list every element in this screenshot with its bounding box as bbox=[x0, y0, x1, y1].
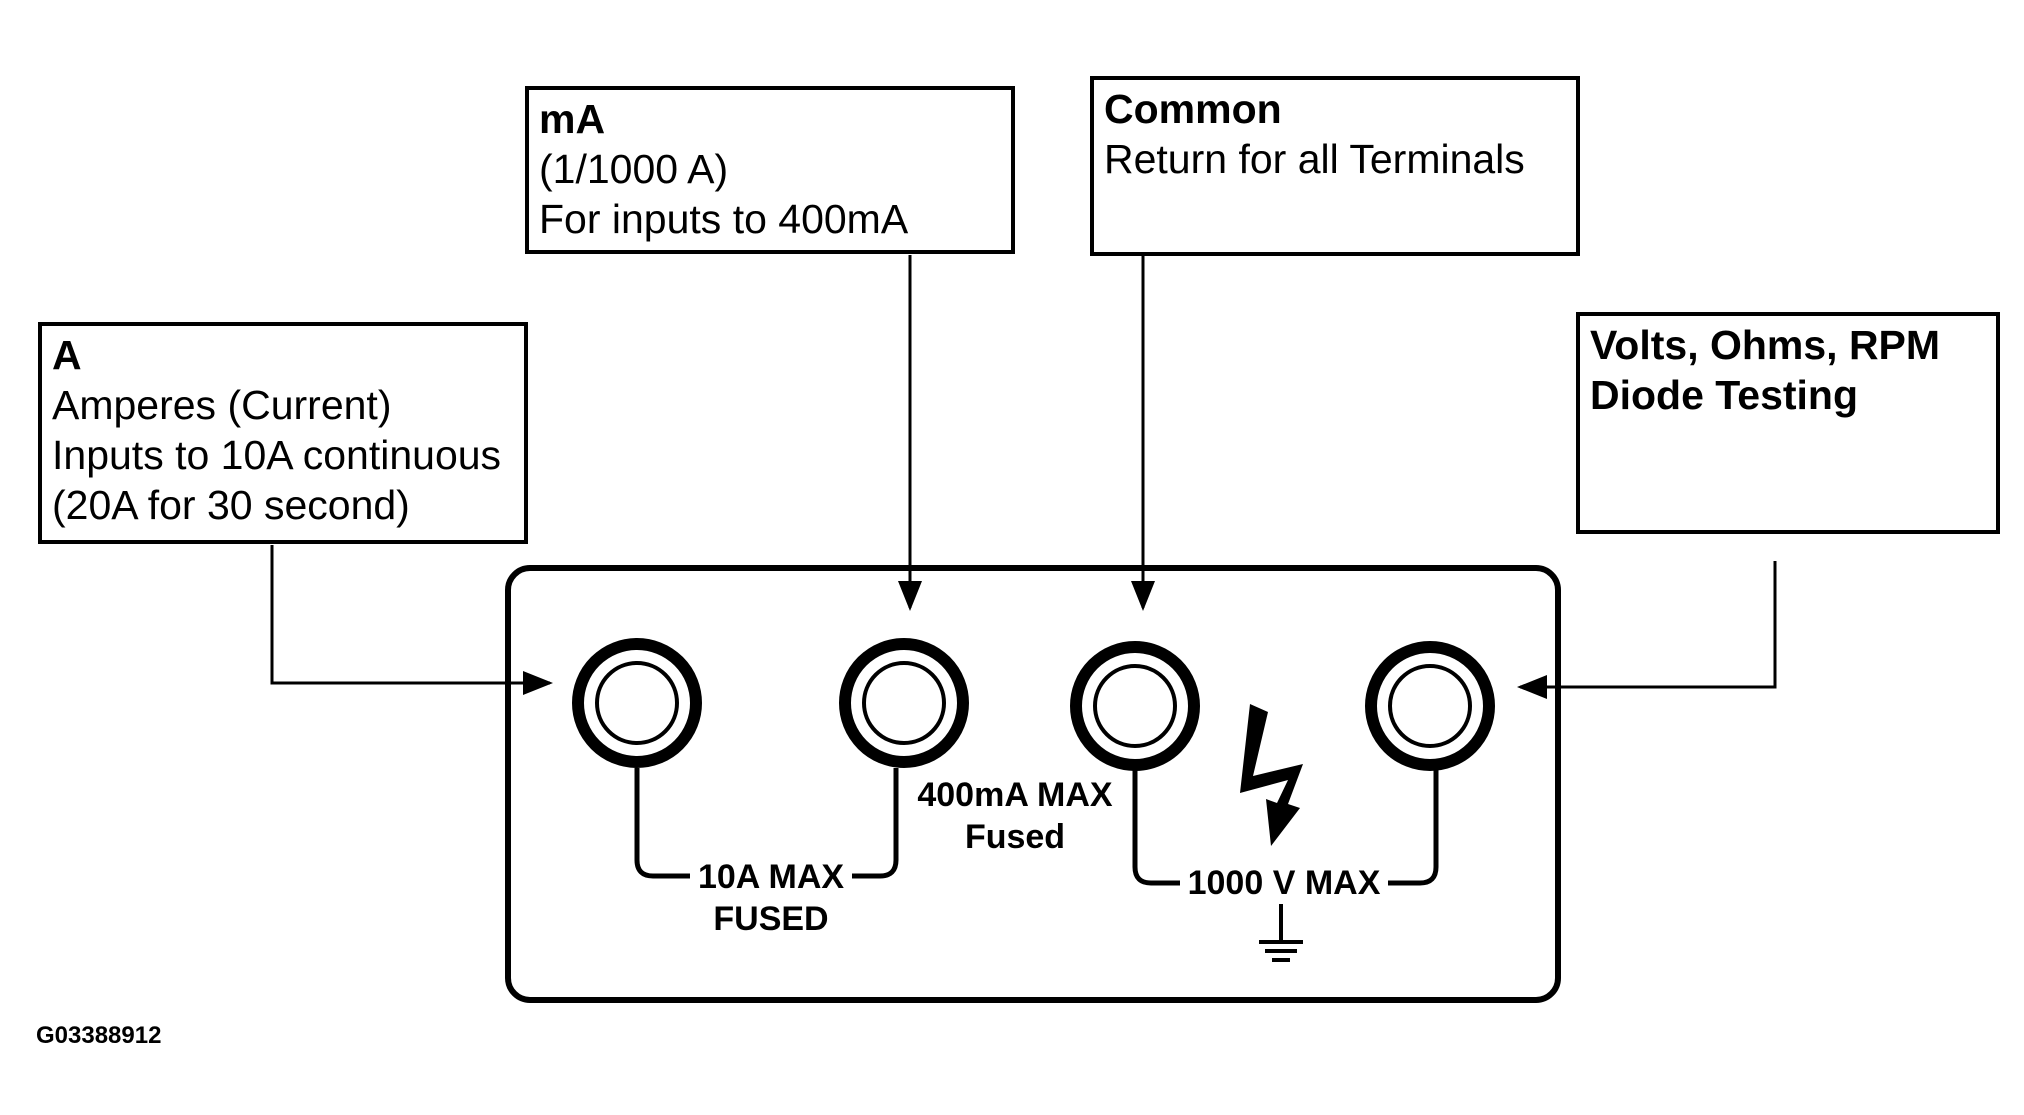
callout-volts-line: Diode Testing bbox=[1590, 372, 1859, 418]
callout-milliamps-line: (1/1000 A) bbox=[539, 146, 729, 192]
callout-amps-line: Inputs to 10A continuous bbox=[52, 432, 502, 478]
terminal-volts bbox=[1365, 641, 1495, 771]
volt-max-label: 1000 V MAX bbox=[1180, 862, 1388, 904]
callout-milliamps-line: For inputs to 400mA bbox=[539, 196, 909, 242]
callout-amps-line: (20A for 30 second) bbox=[52, 482, 410, 528]
callout-common-title: Common bbox=[1104, 86, 1282, 132]
milliamps-max-label-line2: Fused bbox=[964, 818, 1066, 856]
callout-amps-title: A bbox=[52, 332, 82, 378]
callout-common-line: Return for all Terminals bbox=[1104, 136, 1525, 182]
callout-milliamps: mA (1/1000 A) For inputs to 400mA bbox=[525, 86, 1015, 254]
meter-panel bbox=[505, 565, 1561, 1003]
callout-amps-line: Amperes (Current) bbox=[52, 382, 392, 428]
figure-id: G03388912 bbox=[36, 1022, 162, 1049]
lightning-bolt-icon bbox=[1240, 704, 1303, 846]
amps-leader-arrow bbox=[270, 545, 553, 695]
callout-milliamps-title: mA bbox=[539, 96, 606, 142]
terminal-amps bbox=[572, 638, 702, 768]
callout-common: Common Return for all Terminals bbox=[1090, 76, 1580, 256]
amps-max-label: 10A MAX FUSED bbox=[690, 856, 852, 940]
callout-volts: Volts, Ohms, RPM Diode Testing bbox=[1576, 312, 2000, 534]
callout-volts-title: Volts, Ohms, RPM bbox=[1590, 322, 1941, 368]
terminal-milliamps bbox=[839, 638, 969, 768]
callout-amps: A Amperes (Current) Inputs to 10A contin… bbox=[38, 322, 528, 544]
amps-bracket-line bbox=[634, 768, 899, 879]
milliamps-max-label-line1: 400mA MAX bbox=[917, 776, 1113, 814]
amps-max-label-line1: 10A MAX bbox=[697, 858, 845, 896]
volt-bracket-line bbox=[1132, 770, 1439, 886]
milliamps-max-label: 400mA MAX Fused bbox=[905, 774, 1125, 858]
volts-leader-arrow bbox=[1517, 561, 1777, 699]
terminal-common bbox=[1070, 641, 1200, 771]
amps-max-label-line2: FUSED bbox=[713, 900, 829, 938]
